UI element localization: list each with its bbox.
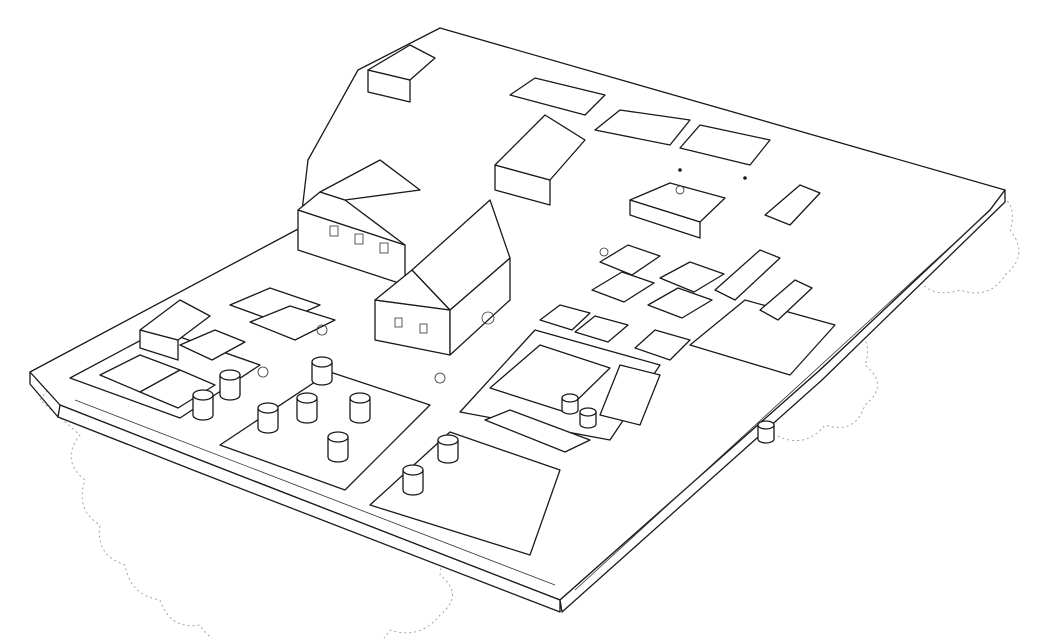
block-east-2 (714, 249, 781, 301)
planter-cylinder (257, 402, 279, 434)
block-north-2 (594, 109, 691, 146)
planter-cylinder (437, 434, 459, 464)
planter-cylinder (349, 392, 371, 424)
marker-dot (678, 168, 682, 172)
marker (675, 185, 685, 195)
house-large-roof (319, 159, 421, 201)
pad-c (634, 329, 691, 361)
window (419, 323, 428, 334)
bench-block-2 (139, 369, 216, 409)
window (394, 317, 403, 328)
windows (329, 225, 428, 334)
block-north-4 (509, 77, 606, 116)
planter-cylinder (296, 392, 318, 424)
garden-bed-east (689, 299, 836, 376)
canopy-outline-east (697, 285, 878, 442)
court-slab (489, 344, 611, 413)
marker (434, 372, 446, 384)
block-courtyard-2 (591, 271, 655, 303)
planter-cylinder (757, 420, 775, 444)
pad-b (574, 315, 629, 343)
flat-blocks (99, 77, 821, 453)
long-slab-south (484, 409, 591, 453)
marker (257, 366, 269, 378)
window (329, 225, 339, 237)
planter-cylinder (192, 389, 214, 421)
marker-dot (743, 176, 747, 180)
houses (139, 44, 586, 361)
house-small-west-roof (139, 299, 211, 341)
block-courtyard-1 (599, 244, 661, 276)
planter-cylinder (311, 356, 333, 386)
window (379, 242, 389, 254)
bench-block-5 (249, 305, 336, 341)
inner-kerb-south (74, 399, 556, 586)
window (354, 233, 364, 245)
planter-cylinder (219, 369, 241, 401)
planter-cylinder (327, 431, 349, 463)
platform-edge-west (29, 371, 59, 418)
planter-cylinder (561, 393, 579, 415)
garden-bed-center (219, 371, 431, 491)
block-east-3 (759, 279, 813, 321)
block-courtyard-4 (647, 287, 713, 319)
marker (316, 324, 328, 336)
markers (257, 168, 747, 384)
pad-a (539, 304, 591, 331)
marker (599, 247, 609, 257)
block-north-3 (679, 124, 771, 166)
bench-block-3 (179, 329, 246, 361)
planters (192, 356, 775, 496)
platform-edge-east (559, 189, 1006, 613)
house-north-roof (494, 114, 586, 181)
planter-cylinder (402, 464, 424, 496)
house-far-nw-roof (367, 44, 436, 81)
planter-cylinder (579, 407, 597, 429)
block-north-1-side (629, 199, 701, 239)
marker (481, 311, 495, 325)
house-tall-roof (411, 199, 511, 311)
block-courtyard-3 (659, 261, 725, 293)
garden-bed-south (369, 431, 561, 556)
long-slab-east (599, 364, 661, 426)
block-east-1 (764, 184, 821, 226)
inner-kerb-east (574, 214, 986, 591)
